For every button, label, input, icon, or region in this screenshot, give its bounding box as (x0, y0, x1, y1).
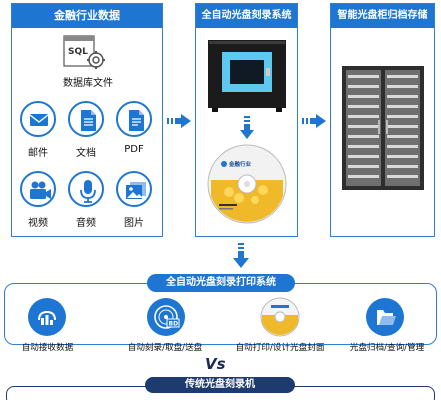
document-label: 文档 (76, 148, 96, 159)
burning-system-title: 全自动光盘刻录系统 (196, 4, 297, 28)
arrow-right-icon (302, 113, 328, 132)
disc-burner-machine (208, 40, 286, 112)
data-sources-panel: 金融行业数据 SQL 数据库文件 邮件 文档 (11, 3, 163, 237)
data-sources-title: 金融行业数据 (12, 4, 162, 28)
printed-disc-icon (260, 297, 300, 337)
disc-cabinet-image (342, 66, 424, 190)
document-icon (68, 101, 104, 137)
step-archive-label: 光盘归档/查询/管理 (349, 343, 425, 353)
mail-label: 邮件 (28, 148, 48, 159)
video-label: 视频 (28, 218, 48, 229)
printed-disc-image: 金融行业 (207, 144, 287, 224)
print-system-title: 全自动光盘刻录打印系统 (147, 274, 295, 292)
svg-text:SQL: SQL (68, 47, 88, 57)
picture-label: 图片 (124, 218, 144, 229)
storage-panel: 智能光盘柜归档存储 (330, 3, 435, 237)
svg-text:BD: BD (169, 321, 179, 328)
audio-label: 音频 (76, 218, 96, 229)
arrow-down-icon (233, 243, 249, 273)
pdf-icon (116, 101, 152, 137)
traditional-title: 传统光盘刻录机 (145, 377, 295, 393)
step-burn-label: 自动刻录/取盘/送盘 (127, 343, 203, 353)
chart-icon (28, 298, 66, 336)
mail-icon (20, 101, 56, 137)
print-system-box (4, 283, 437, 345)
step-print-label: 自动打印/设计光盘封面 (235, 343, 325, 353)
pdf-label: PDF (124, 144, 144, 155)
picture-icon (116, 171, 152, 207)
disc-bd-icon: BD (147, 298, 185, 336)
folder-icon (366, 298, 404, 336)
step-receive-label: 自动接收数据 (21, 343, 74, 353)
arrow-down-icon (240, 116, 254, 144)
microphone-icon (68, 171, 104, 207)
disc-brand-label: 金融行业 (229, 162, 252, 168)
versus-label: Vs (205, 355, 226, 373)
video-camera-icon (20, 171, 56, 207)
arrow-right-icon (167, 113, 193, 132)
sql-database-icon: SQL (62, 34, 106, 70)
database-file-label: 数据库文件 (63, 78, 113, 89)
storage-title: 智能光盘柜归档存储 (331, 4, 434, 28)
burning-system-panel: 全自动光盘刻录系统 (195, 3, 298, 237)
